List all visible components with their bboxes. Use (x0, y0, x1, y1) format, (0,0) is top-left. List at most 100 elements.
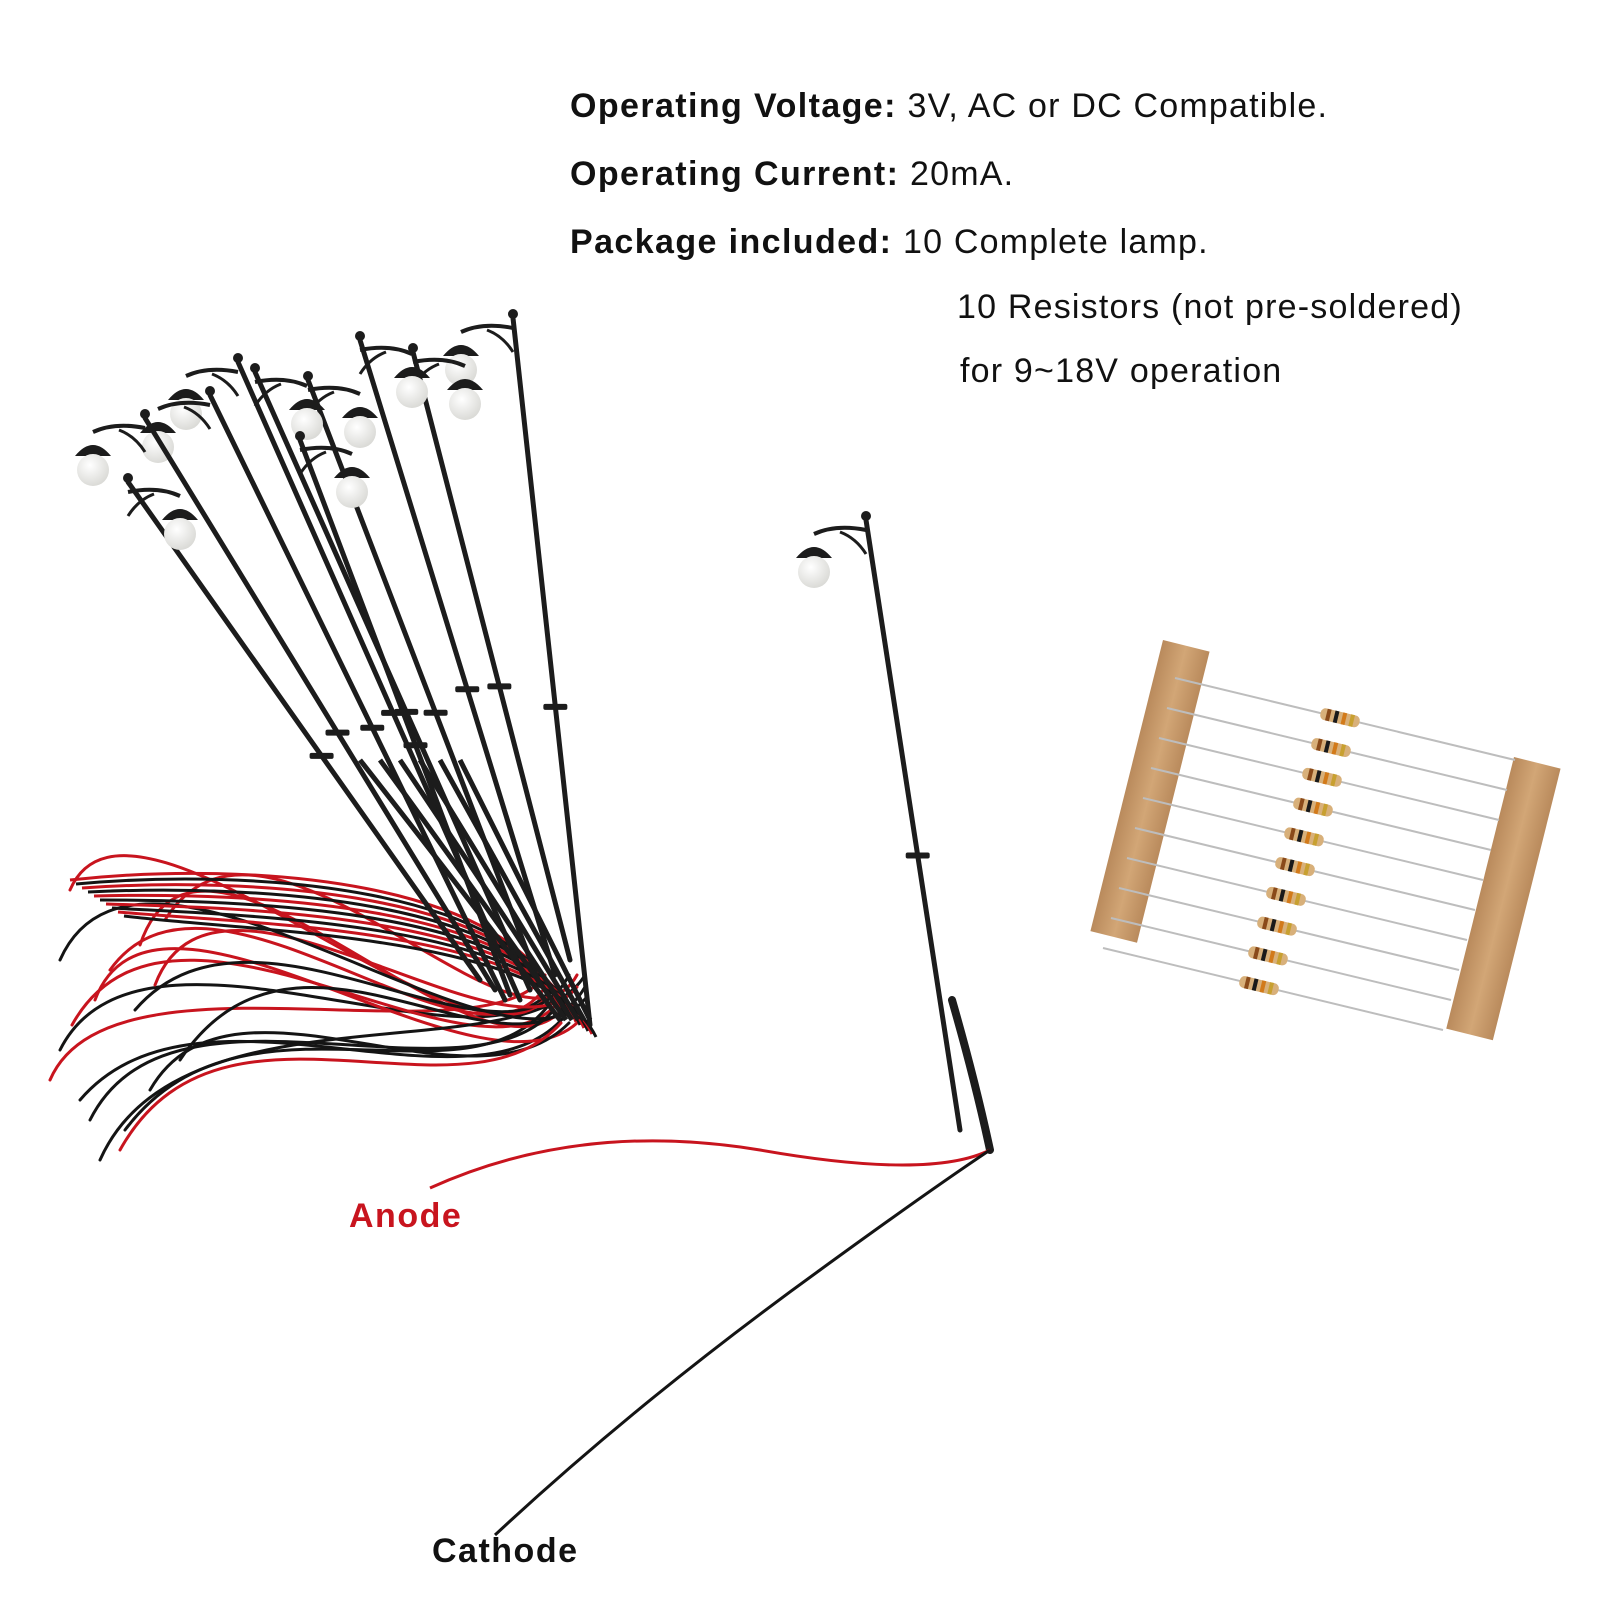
resistor-band (1268, 950, 1276, 964)
lamp-shade (334, 467, 370, 478)
lamp-pole (297, 437, 513, 998)
resistor-band (1312, 833, 1320, 846)
lamp-brace (358, 350, 387, 375)
spec-voltage-label: Operating Voltage: (570, 87, 897, 125)
lamp-globe (77, 454, 109, 486)
lamp-post-3 (303, 371, 543, 988)
resistor-band (1269, 918, 1277, 932)
resistor-band (1252, 946, 1260, 960)
lamp-pole-tail (358, 758, 562, 1022)
lamp-shade (394, 367, 430, 378)
spec-package-line1: 10 Complete lamp. (903, 223, 1209, 261)
lamp-arm (412, 357, 466, 368)
resistor-band (1324, 708, 1332, 722)
resistor-band (1330, 773, 1338, 787)
single-lamp (429, 511, 994, 1537)
lamp-collar (905, 852, 930, 859)
resistor-body (1248, 946, 1288, 966)
lamp-finial (508, 309, 518, 319)
spec-voltage: Operating Voltage: 3V, AC or DC Compatib… (570, 86, 1328, 126)
lamp-collar (487, 683, 512, 690)
spec-current: Operating Current: 20mA. (570, 154, 1014, 194)
wire-bundle (48, 854, 598, 1162)
lamp-pole (410, 349, 573, 963)
lamp-globe (336, 476, 368, 508)
lamp-pole-tail (457, 758, 593, 1022)
wire-red (153, 929, 579, 1009)
lamp-post-1 (408, 343, 573, 963)
lamp-pole-tail (377, 758, 569, 1022)
resistor-body (1266, 886, 1306, 906)
resistor-band (1331, 742, 1339, 755)
lamp-globe (170, 398, 202, 430)
lamp-shade (342, 407, 378, 418)
lamp-finial (140, 409, 150, 419)
resistor-band (1270, 887, 1278, 900)
lamp-globe (798, 556, 830, 588)
lamp-collar (403, 742, 428, 749)
resistor (1257, 916, 1297, 936)
resistor-band (1296, 829, 1304, 843)
lamp-shade (443, 345, 479, 356)
lamp-post-single (796, 511, 963, 1133)
resistor-band (1332, 710, 1340, 724)
resistor-band (1251, 978, 1259, 991)
resistor-band (1340, 712, 1348, 726)
lamp-finial (408, 343, 418, 353)
resistor-band (1288, 827, 1296, 841)
lamp-collar (455, 686, 480, 693)
lamp-arm (157, 400, 211, 411)
resistor-body (1284, 827, 1324, 847)
lamp-arm (460, 323, 514, 334)
lamp-pole (207, 392, 508, 1003)
resistor (1239, 976, 1279, 996)
resistor-band (1315, 738, 1323, 752)
resistor-band (1277, 920, 1285, 934)
lamp-brace (183, 405, 212, 430)
cathode-label: Cathode (432, 1532, 579, 1570)
lamp-globe (449, 388, 481, 420)
lamp-shade (162, 509, 198, 520)
lamp-globe (396, 376, 428, 408)
lamp-brace (211, 372, 240, 397)
spec-package-line3: for 9~18V operation (960, 352, 1283, 390)
lamp-shade (447, 379, 483, 390)
wire-loop (123, 914, 598, 1038)
lamp-globe (344, 416, 376, 448)
lamp-pole-tail (417, 758, 581, 1022)
resistor-band (1261, 917, 1269, 930)
resistor (1248, 946, 1288, 966)
spec-current-label: Operating Current: (570, 155, 900, 193)
resistor-band (1348, 714, 1356, 727)
resistor-band (1294, 892, 1302, 906)
lamp-collar (423, 709, 448, 716)
resistor (1284, 827, 1324, 847)
lamp-pole (510, 315, 593, 1028)
lamp-collar (325, 729, 350, 736)
lamp-pole-tail (437, 758, 587, 1022)
tape-left (1090, 640, 1210, 943)
resistor-band (1267, 982, 1275, 995)
tape-right (1446, 757, 1561, 1041)
lamp-finial (250, 363, 260, 373)
resistor-band (1304, 831, 1312, 845)
lamp-post-7 (75, 409, 498, 993)
spec-package-line2: 10 Resistors (not pre-soldered) (957, 288, 1463, 326)
resistor-body (1257, 916, 1297, 936)
resistor-band (1243, 976, 1251, 990)
spec-package: Package included: 10 Complete lamp. (570, 222, 1209, 262)
resistor-band (1276, 952, 1284, 965)
lamp-bundle (75, 309, 593, 1028)
resistor-body (1302, 767, 1342, 787)
lamp-brace (839, 530, 868, 555)
resistor (1266, 886, 1306, 906)
resistor (1275, 857, 1315, 877)
resistor-body (1239, 976, 1279, 996)
resistor-body (1311, 738, 1351, 758)
lamp-brace (486, 328, 515, 353)
lamp-pole (357, 337, 558, 978)
lamp-finial (303, 371, 313, 381)
lamp-arm (307, 385, 361, 396)
lamp-pole (863, 517, 963, 1133)
